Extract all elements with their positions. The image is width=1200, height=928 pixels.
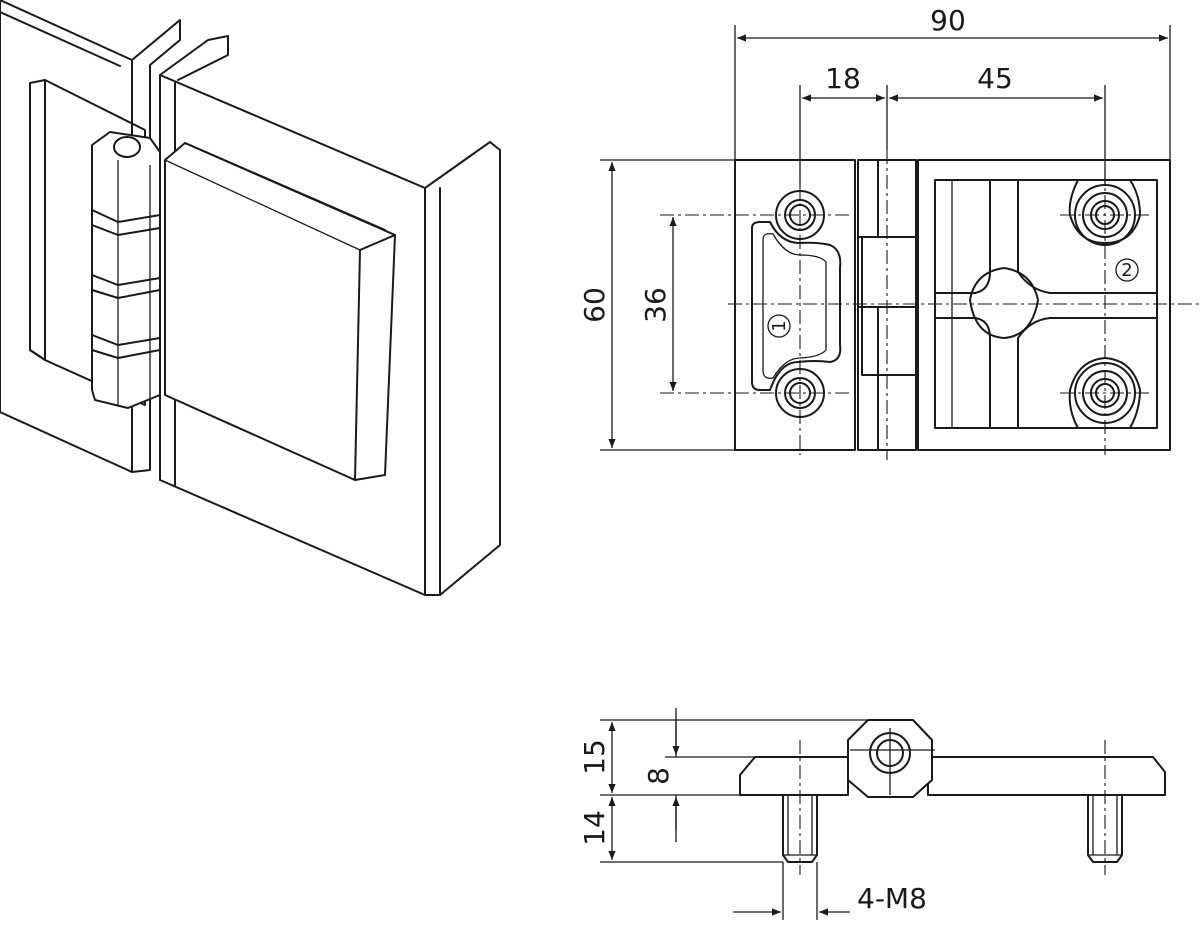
side-view: 15 14 8 4-M8 (578, 708, 1166, 920)
isometric-view (0, 0, 501, 596)
top-view: 1 2 90 18 45 60 36 (578, 4, 1200, 460)
dim-overall-height: 60 (578, 287, 611, 323)
right-stud (1087, 740, 1123, 875)
dim-stud-thread: 4-M8 (857, 882, 927, 915)
left-mounting-plate (0, 0, 181, 473)
dim-stud-length: 14 (578, 810, 611, 846)
dim-overall-width: 90 (930, 4, 966, 37)
leaf-one-marker: 1 (767, 314, 791, 338)
dim-left-hole-spacing: 36 (639, 287, 672, 323)
left-leaf-outline (734, 159, 856, 451)
svg-text:1: 1 (769, 320, 790, 331)
leaf-two-marker: 2 (1115, 258, 1139, 282)
dim-hole-spacing-right: 45 (977, 62, 1013, 95)
right-hinge-leaf (164, 142, 396, 481)
dim-total-thickness: 15 (578, 739, 611, 775)
svg-text:2: 2 (1121, 260, 1132, 281)
hinge-knuckle (91, 131, 161, 409)
left-hinge-leaf (29, 79, 146, 406)
dim-leaf-thickness: 8 (642, 767, 675, 785)
left-stud (782, 740, 818, 875)
dim-hole-offset: 18 (825, 62, 861, 95)
right-leaf-outline (917, 159, 1171, 451)
